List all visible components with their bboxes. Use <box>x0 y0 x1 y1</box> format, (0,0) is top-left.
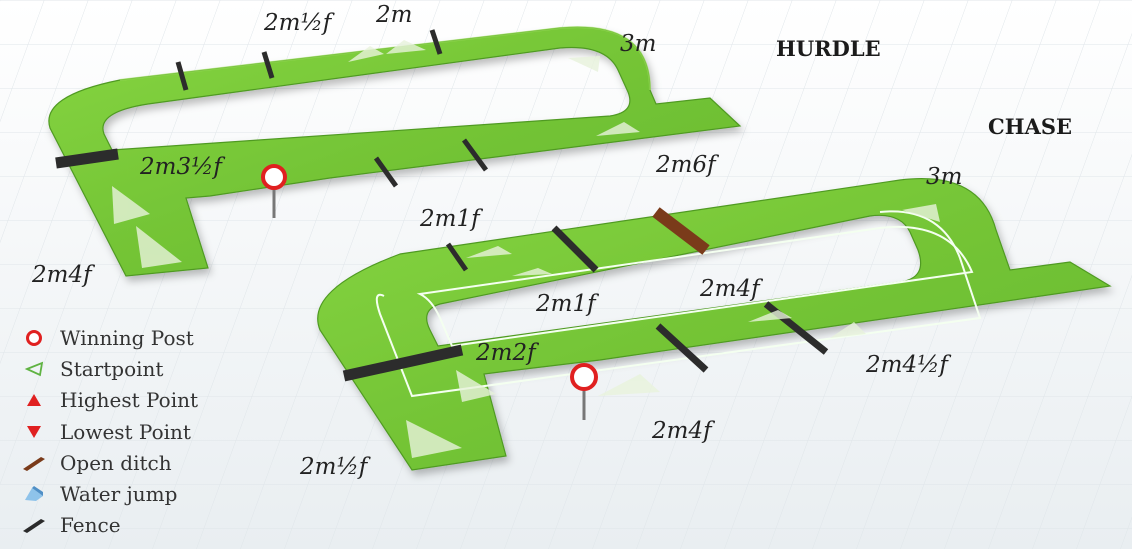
winning-post-icon <box>570 363 598 420</box>
chase-rail-line <box>416 226 974 348</box>
legend-label: Fence <box>60 513 121 538</box>
legend-label: Winning Post <box>60 325 194 350</box>
legend-label: Water jump <box>60 482 178 507</box>
legend-item-water-jump: Water jump <box>18 478 258 509</box>
legend: Winning Post Startpoint Highest Point Lo… <box>18 322 258 541</box>
startpoint-icon <box>136 226 182 268</box>
legend-item-highest-point: Highest Point <box>18 385 258 416</box>
chase-label-2m1f-top: 2m1f <box>420 206 480 232</box>
chase-outer-rail <box>375 210 982 398</box>
fence-icon <box>429 29 443 55</box>
highest-point-icon <box>18 388 50 412</box>
legend-item-winning-post: Winning Post <box>18 322 258 353</box>
fence-icon <box>342 344 464 382</box>
startpoint-icon <box>902 204 940 222</box>
winning-post-icon <box>261 164 287 218</box>
startpoint-icon <box>406 420 462 458</box>
startpoint-icon <box>596 122 640 136</box>
fence-icon <box>55 148 119 169</box>
chase-label-2m6f: 2m6f <box>656 152 716 178</box>
lowest-point-icon <box>18 420 50 444</box>
chase-label-2m2f: 2m2f <box>476 340 536 366</box>
chase-label-2m1f-mid: 2m1f <box>536 291 596 317</box>
winning-post-icon <box>18 326 50 350</box>
legend-item-lowest-point: Lowest Point <box>18 416 258 447</box>
fence-icon <box>445 242 469 272</box>
startpoint-icon <box>456 370 496 402</box>
chase-label-2m4-half-f: 2m4½f <box>866 352 948 378</box>
legend-item-fence: Fence <box>18 510 258 541</box>
open-ditch-icon <box>18 451 50 475</box>
legend-item-open-ditch: Open ditch <box>18 447 258 478</box>
chase-title: CHASE <box>988 114 1073 139</box>
legend-label: Startpoint <box>60 356 164 381</box>
fence-icon <box>551 225 599 273</box>
startpoint-icon <box>598 374 660 396</box>
chase-label-2m4f-bottom: 2m4f <box>652 418 712 444</box>
startpoint-icon <box>386 40 426 54</box>
hurdle-label-2m-half-f: 2m½f <box>264 10 332 36</box>
hurdle-title: HURDLE <box>776 36 881 61</box>
fence-icon <box>655 323 709 373</box>
chase-startpoints <box>406 204 940 458</box>
chase-track <box>317 178 1112 471</box>
legend-label: Highest Point <box>60 388 199 413</box>
chase-label-3m: 3m <box>926 164 963 190</box>
legend-label: Lowest Point <box>60 419 191 444</box>
startpoint-icon <box>512 268 552 276</box>
hurdle-label-2m: 2m <box>376 2 413 28</box>
startpoint-icon <box>466 246 512 258</box>
startpoint-icon <box>748 310 792 322</box>
startpoint-icon <box>568 56 600 72</box>
hurdle-fences <box>55 29 489 188</box>
startpoint-icon <box>112 186 150 224</box>
hurdle-label-2m4f: 2m4f <box>32 262 92 288</box>
fence-icon <box>175 61 189 91</box>
fence-icon <box>18 513 50 537</box>
fence-icon <box>373 156 399 188</box>
startpoint-icon <box>18 357 50 381</box>
fence-icon <box>261 51 275 79</box>
legend-item-startpoint: Startpoint <box>18 353 258 384</box>
chase-track-shape <box>317 178 1112 471</box>
hurdle-edge-highlight <box>119 26 651 91</box>
open-ditch-icon <box>652 207 710 255</box>
hurdle-track <box>48 26 742 277</box>
hurdle-label-2m3-half-f: 2m3½f <box>140 154 222 180</box>
fence-icon <box>461 138 489 172</box>
hurdle-startpoints <box>112 40 640 268</box>
legend-label: Open ditch <box>60 450 172 475</box>
hurdle-label-3m: 3m <box>620 31 657 57</box>
water-jump-icon <box>18 482 50 506</box>
startpoint-icon <box>348 46 384 62</box>
chase-label-2m-half-f: 2m½f <box>300 454 368 480</box>
startpoint-icon <box>830 322 866 338</box>
chase-label-2m4f-mid: 2m4f <box>700 276 760 302</box>
